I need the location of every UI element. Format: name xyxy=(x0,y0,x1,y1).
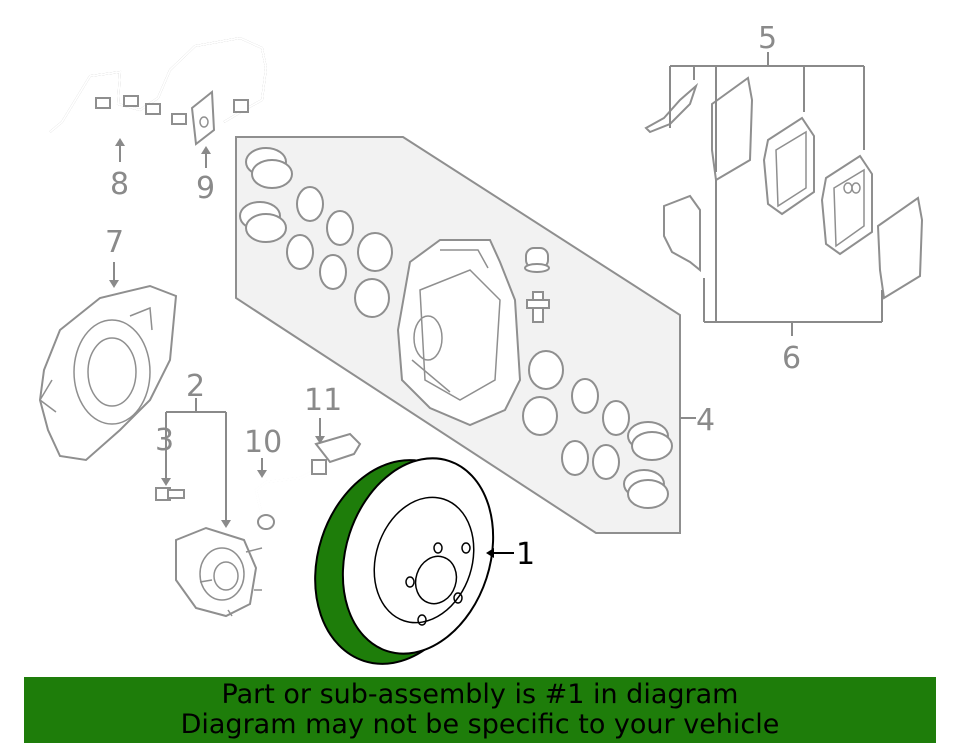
callout-arrow-9 xyxy=(201,146,211,154)
piston xyxy=(623,469,669,509)
callout-arrow-8 xyxy=(115,138,125,146)
callout-6: 6 xyxy=(782,341,801,376)
callout-11: 11 xyxy=(304,383,342,418)
callout-10: 10 xyxy=(244,425,282,460)
brake-rotor xyxy=(314,457,495,665)
brake-pad-group xyxy=(644,76,924,300)
callout-arrow-7 xyxy=(109,280,119,288)
seal-ring xyxy=(296,186,324,222)
seal-ring xyxy=(357,232,393,272)
callout-arrow-10 xyxy=(257,470,267,478)
caliper-body xyxy=(396,239,522,427)
seal-ring xyxy=(571,378,599,414)
caliper-kit-group xyxy=(235,136,681,534)
anti-rattle-clip xyxy=(644,82,699,134)
callout-arrow-11 xyxy=(315,436,325,444)
callout-arrow-1 xyxy=(486,548,494,558)
harness-bracket xyxy=(190,90,216,146)
brake-pad xyxy=(820,154,873,256)
hose-bracket xyxy=(314,432,362,464)
seal-ring xyxy=(326,210,354,246)
banner-line-disclaimer: Diagram may not be specific to your vehi… xyxy=(180,709,780,740)
pad-shim xyxy=(711,76,754,182)
callout-7: 7 xyxy=(105,225,124,260)
callout-3: 3 xyxy=(155,423,174,458)
brake-pad xyxy=(762,116,815,216)
dust-shield xyxy=(38,284,178,462)
piston xyxy=(627,421,673,461)
piston xyxy=(239,201,287,243)
seal-ring xyxy=(592,444,620,480)
banner-line-part: Part or sub-assembly is #1 in diagram xyxy=(221,679,739,710)
callout-1: 1 xyxy=(516,537,535,572)
callout-2: 2 xyxy=(186,369,205,404)
seal-ring xyxy=(354,278,390,318)
brake-hose xyxy=(254,459,327,530)
callout-9: 9 xyxy=(196,171,215,206)
seal-ring xyxy=(522,396,558,436)
callout-4: 4 xyxy=(696,403,715,438)
piston xyxy=(245,147,293,189)
callout-line-2 xyxy=(166,398,227,524)
speed-sensor-harness xyxy=(49,36,268,133)
bleeder-cap xyxy=(524,247,550,273)
callout-arrow-3 xyxy=(161,478,171,486)
abutment-clip xyxy=(663,194,701,273)
seal-ring xyxy=(286,234,314,270)
callout-line-6 xyxy=(703,180,883,336)
hub-bolt xyxy=(155,487,185,501)
bleeder-screw xyxy=(526,291,550,323)
seal-ring xyxy=(561,440,589,476)
callout-line-5 xyxy=(669,52,865,172)
callout-5: 5 xyxy=(758,21,777,56)
seal-ring xyxy=(528,350,564,390)
hub-bearing xyxy=(175,526,263,618)
seal-ring xyxy=(602,400,630,436)
callout-arrow-2 xyxy=(221,520,231,528)
info-banner: Part or sub-assembly is #1 in diagram Di… xyxy=(24,677,936,743)
pad-shim xyxy=(876,196,924,300)
seal-ring xyxy=(319,254,347,290)
callout-8: 8 xyxy=(110,167,129,202)
